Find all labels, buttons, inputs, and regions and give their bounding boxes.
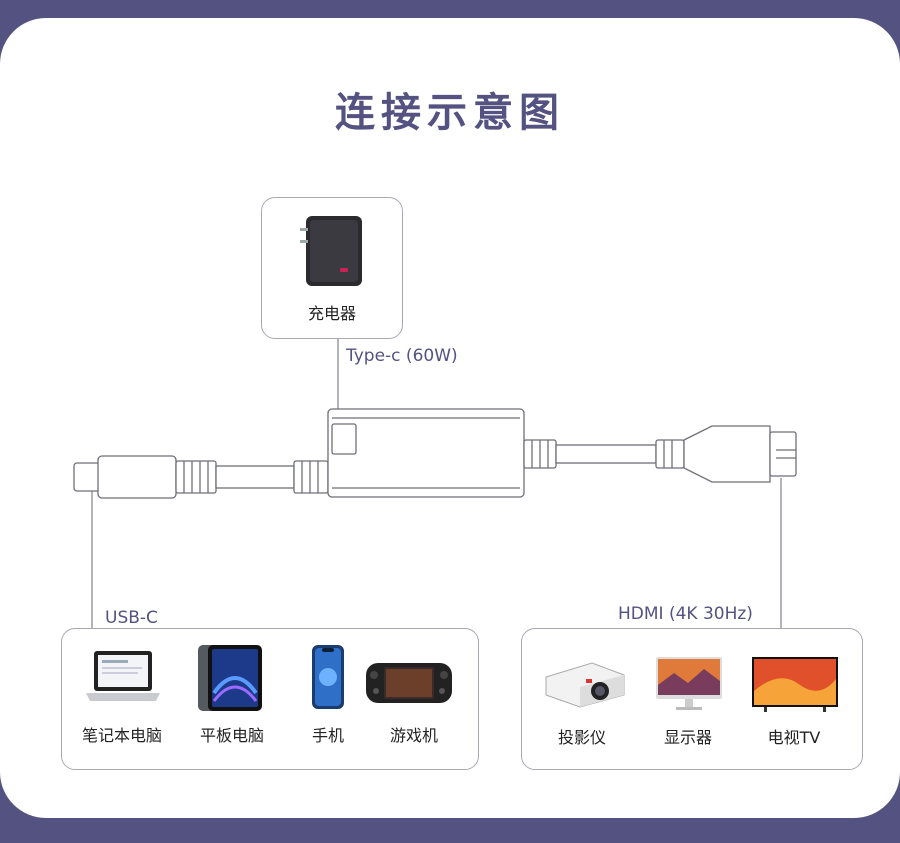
tablet-icon — [198, 645, 262, 711]
source-label-phone: 手机 — [311, 726, 344, 745]
game-console-icon — [366, 663, 452, 703]
source-label-laptop: 笔记本电脑 — [81, 726, 162, 745]
laptop-icon — [86, 651, 160, 701]
adapter-body — [73, 408, 797, 499]
output-port-label: HDMI (4K 30Hz) — [618, 604, 753, 624]
display-label-tv: 电视TV — [767, 728, 821, 747]
display-devices-box: 投影仪 显示器 电视TV — [521, 628, 863, 770]
display-label-projector: 投影仪 — [557, 728, 606, 747]
display-label-monitor: 显示器 — [663, 728, 712, 747]
projector-icon — [545, 662, 625, 708]
phone-icon — [312, 645, 344, 709]
charger-label: 充电器 — [307, 304, 356, 323]
monitor-icon — [656, 657, 722, 710]
source-devices-box: 笔记本电脑 平板电脑 手机 游戏机 — [61, 628, 479, 770]
diagram-title: 连接示意图 — [335, 90, 565, 136]
charger-icon — [300, 216, 362, 286]
charger-box: 充电器 — [261, 197, 403, 339]
power-port-label: Type-c (60W) — [346, 346, 458, 366]
tv-icon — [752, 657, 838, 712]
source-label-tablet: 平板电脑 — [199, 726, 264, 745]
input-port-label: USB-C — [105, 608, 158, 628]
source-label-game-console: 游戏机 — [389, 726, 438, 745]
